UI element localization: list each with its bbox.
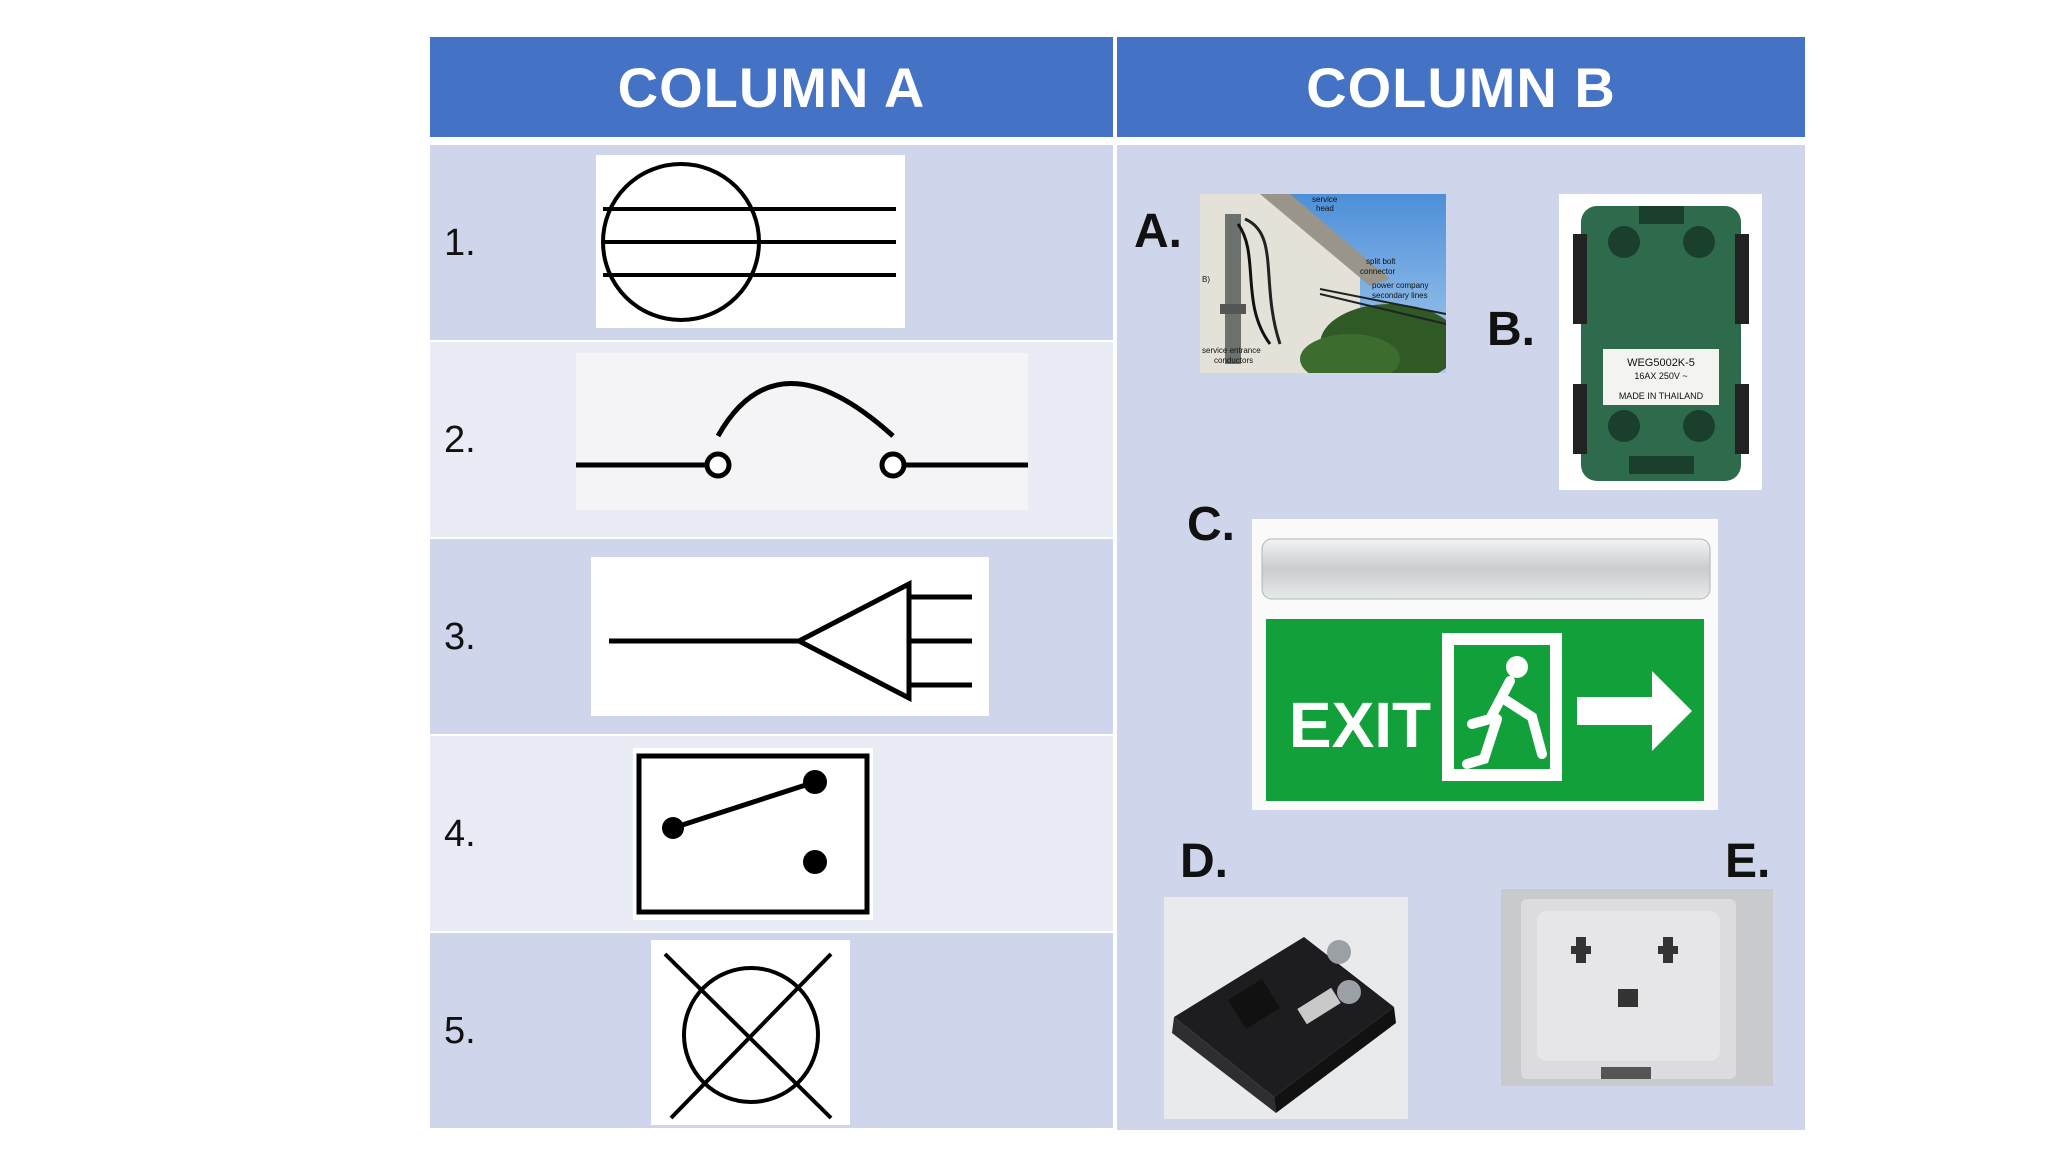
column-a-row-4: 4.: [430, 736, 1113, 931]
label-split-bolt-1: split bolt: [1366, 257, 1396, 266]
service-entrance-photo: service head split bolt connector power …: [1200, 194, 1446, 373]
row-number: 2.: [444, 419, 476, 461]
letter-c: C.: [1187, 498, 1235, 551]
column-a-row-1: 1.: [430, 145, 1113, 340]
label-power-company-1: power company: [1372, 281, 1428, 290]
label-power-company-2: secondary lines: [1372, 291, 1428, 300]
label-service-head-1: service: [1312, 195, 1338, 204]
label-service-head-2: head: [1316, 204, 1334, 213]
plug-symbol-icon: [591, 557, 989, 716]
crossed-circle-lamp-symbol-icon: [651, 940, 850, 1125]
row-number: 1.: [444, 222, 476, 264]
exit-sign-photo: EXIT: [1252, 519, 1718, 810]
row-number: 3.: [444, 616, 476, 658]
label-service-entrance-1: service entrance: [1202, 346, 1261, 355]
column-a-row-2: 2.: [430, 342, 1113, 537]
column-b-panel: A. service: [1117, 145, 1805, 1130]
exit-sign-text: EXIT: [1289, 689, 1431, 761]
circle-three-lines-symbol-icon: [596, 155, 905, 328]
row-number: 5.: [444, 1010, 476, 1052]
switch-origin-label: MADE IN THAILAND: [1619, 391, 1704, 401]
switch-module-photo: WEG5002K-5 16AX 250V ~ MADE IN THAILAND: [1559, 194, 1762, 490]
boxed-switch-symbol-icon: [633, 748, 873, 920]
letter-e: E.: [1725, 835, 1771, 888]
label-service-entrance-2: conductors: [1214, 356, 1253, 365]
switch-model-label: WEG5002K-5: [1627, 357, 1695, 369]
row-number: 4.: [444, 813, 476, 855]
column-a-row-3: 3.: [430, 539, 1113, 734]
circuit-breaker-photo: [1164, 897, 1408, 1119]
label-b-marker: B): [1202, 275, 1210, 284]
letter-d: D.: [1180, 835, 1228, 888]
arc-switch-symbol-icon: [576, 353, 1028, 510]
label-split-bolt-2: connector: [1360, 267, 1395, 276]
switch-rating-label: 16AX 250V ~: [1634, 371, 1687, 381]
letter-a: A.: [1134, 205, 1182, 258]
column-a-header: COLUMN A: [430, 37, 1113, 137]
column-a-row-5: 5.: [430, 933, 1113, 1128]
column-b-header: COLUMN B: [1117, 37, 1805, 137]
letter-b: B.: [1487, 303, 1535, 356]
outlet-photo: [1501, 889, 1773, 1086]
